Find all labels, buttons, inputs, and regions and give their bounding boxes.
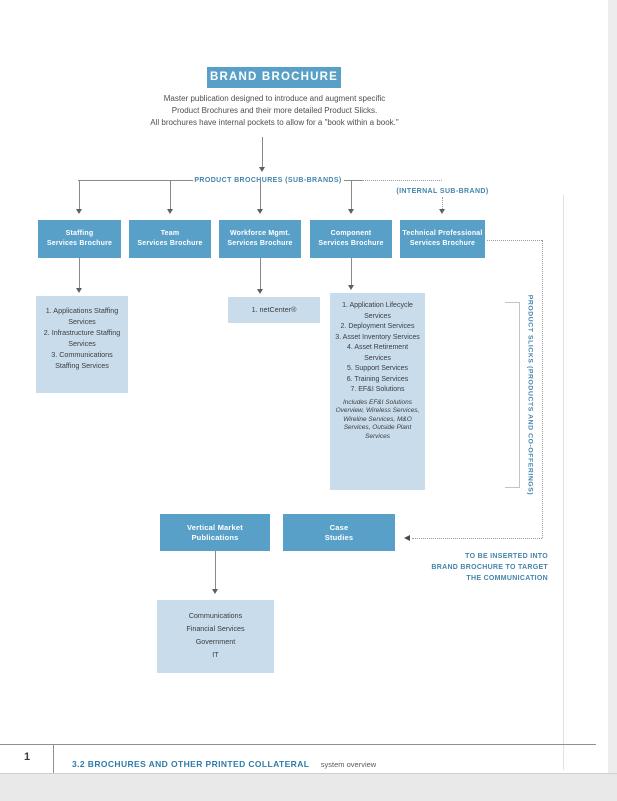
list-item: 7. EF&I Solutions (350, 386, 405, 393)
intro-description: Master publication designed to introduce… (112, 93, 437, 129)
component-services-list: 1. Application Lifecycle Services 2. Dep… (330, 293, 425, 490)
footer-caption: 3.2 BROCHURES AND OTHER PRINTED COLLATER… (72, 754, 376, 772)
vertical-markets-list: Communications Financial Services Govern… (157, 600, 274, 673)
description-line: All brochures have internal pockets to a… (150, 118, 399, 127)
page-number: 1 (23, 751, 31, 763)
list-item: 6. Training Services (346, 375, 409, 383)
list-item: Government (195, 637, 236, 646)
footer-rule (0, 744, 596, 745)
footer-divider (53, 744, 54, 773)
workforce-mgmt-list: 1. netCenter® (228, 297, 320, 323)
page-crease-line (563, 195, 564, 770)
list-item: 4. Asset Retirement Services (346, 344, 409, 362)
list-item: 3. Asset Inventory Services (335, 333, 420, 341)
brochure-box-team: Team Services Brochure (129, 220, 211, 258)
insert-note: TO BE INSERTED INTO BRAND BROCHURE TO TA… (400, 551, 548, 584)
list-item: 1. Application Lifecycle Services (342, 302, 413, 320)
list-item: 3. Communications Staffing Services (51, 350, 113, 370)
description-line: Master publication designed to introduce… (163, 94, 386, 103)
connector-line (78, 180, 193, 181)
list-item: 1. Applications Staffing Services (45, 306, 119, 326)
insert-note-line: TO BE INSERTED INTO (465, 553, 548, 560)
insert-note-line: THE COMMUNICATION (466, 575, 548, 582)
list-item: 2. Deployment Services (340, 323, 415, 330)
dotted-connector-line (362, 180, 442, 181)
scan-edge-right (608, 0, 617, 773)
list-item: Communications (188, 611, 243, 620)
footer-section-subtitle: system overview (320, 760, 377, 769)
list-item: IT (212, 650, 219, 659)
vertical-market-publications-box: Vertical Market Publications (160, 514, 270, 551)
description-line: Product Brochures and their more detaile… (171, 106, 378, 115)
product-slicks-label: PRODUCT SLICKS (PRODUCTS AND CO-OFFERING… (526, 294, 534, 496)
list-item: Financial Services (186, 624, 245, 633)
staffing-services-list: 1. Applications Staffing Services 2. Inf… (36, 296, 128, 393)
component-list-note: Includes EF&I Solutions Overview, Wirele… (335, 398, 420, 440)
list-item: 1. netCenter® (251, 305, 297, 314)
connector-line (344, 180, 362, 181)
brochure-box-component: Component Services Brochure (310, 220, 392, 258)
brochure-box-workforce-mgmt: Workforce Mgmt. Services Brochure (219, 220, 301, 258)
insert-note-line: BRAND BROCHURE TO TARGET (431, 564, 548, 571)
document-page: BRAND BROCHURE Master publication design… (0, 0, 608, 773)
footer-section-title: 3.2 BROCHURES AND OTHER PRINTED COLLATER… (72, 759, 310, 769)
list-item: 2. Infrastructure Staffing Services (43, 328, 121, 348)
scan-edge-bottom (0, 773, 617, 801)
product-brochures-label: PRODUCT BROCHURES (SUB-BRANDS) (194, 177, 342, 184)
brochure-box-staffing: Staffing Services Brochure (38, 220, 121, 258)
list-item: 5. Support Services (346, 365, 409, 372)
case-studies-box: Case Studies (283, 514, 395, 551)
internal-sub-brand-label: (INTERNAL SUB-BRAND) (396, 188, 489, 195)
page-title: BRAND BROCHURE (207, 67, 341, 88)
brochure-box-technical-professional: Technical Professional Services Brochure (400, 220, 485, 258)
